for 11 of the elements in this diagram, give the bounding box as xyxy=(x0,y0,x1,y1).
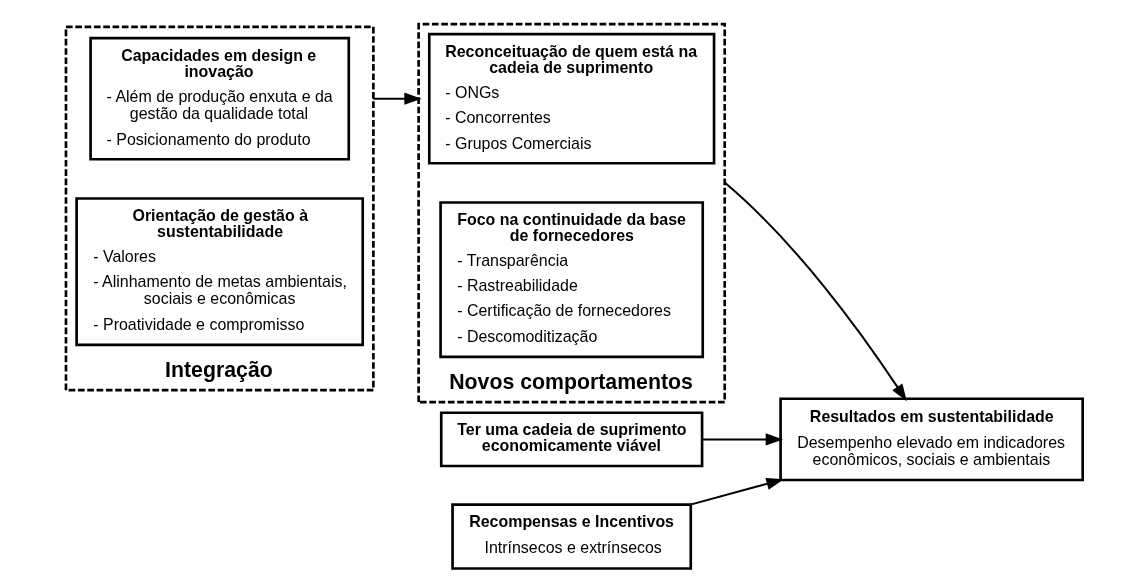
arrow xyxy=(689,477,784,506)
node-box: Orientação de gestão à sustentabilidade - Valores - Alinhamento de metas ambientais, sociais e econômicas - Proatividade e compromisso xyxy=(74,197,364,347)
node-box: Resultados em sustentabilidade Desempenho elevado em indicadores econômicos, sociais e ambientais xyxy=(778,397,1084,482)
node-box: Ter uma cadeia de suprimento economicamente viável xyxy=(439,411,703,468)
arrow xyxy=(371,92,422,105)
arrow xyxy=(701,433,783,446)
node-box: Reconceituação de quem está na cadeia de suprimento - ONGs - Concorrentes - Grupos Comerciais xyxy=(427,32,715,165)
node-box: Recompensas e Incentivos Intrínsecos e extrínsecos xyxy=(450,503,692,570)
arrow xyxy=(723,181,907,402)
node-box: Capacidades em design e inovação - Além de produção enxuta e da gestão da qualidade total - Posicionamento do produto xyxy=(88,36,350,161)
node-box: Foco na continuidade da base de fornecedores - Transparência - Rastreabilidade - Certificação de fornecedores - Descomoditização xyxy=(438,201,704,359)
